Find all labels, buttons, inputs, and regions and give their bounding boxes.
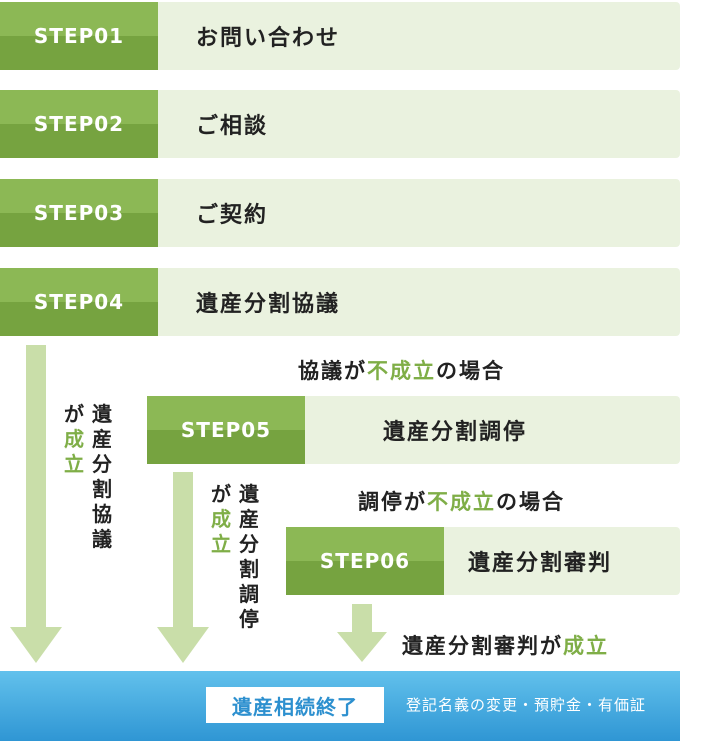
label-char: 分 bbox=[92, 452, 112, 476]
arrow-label-column: 遺 産 分 割 調 停 bbox=[238, 482, 260, 632]
step-title: 遺産分割調停 bbox=[305, 396, 680, 464]
step-label: STEP04 bbox=[0, 268, 158, 336]
label-char: 調 bbox=[239, 582, 259, 606]
step-title: お問い合わせ bbox=[158, 2, 680, 70]
step-title: 遺産分割審判 bbox=[444, 527, 680, 595]
arrow-down-icon bbox=[10, 627, 62, 663]
arrow-down-icon bbox=[337, 632, 387, 662]
step-label: STEP03 bbox=[0, 179, 158, 247]
arrow-label-column: 遺 産 分 割 協 議 bbox=[91, 402, 113, 552]
condition-label: 調停が不成立の場合 bbox=[358, 486, 565, 516]
shinpan-seiritsu-label: 遺産分割審判が成立 bbox=[402, 630, 609, 660]
label-char: が bbox=[211, 482, 231, 506]
condition-prefix: 協議が bbox=[298, 359, 367, 383]
step-label: STEP01 bbox=[0, 2, 158, 70]
shinpan-prefix: 遺産分割審判が bbox=[402, 634, 563, 658]
arrow-shaft bbox=[352, 604, 372, 632]
step-row-01: STEP01 お問い合わせ bbox=[0, 2, 680, 70]
shinpan-highlight: 成立 bbox=[563, 634, 609, 658]
condition-label: 協議が不成立の場合 bbox=[298, 355, 505, 385]
arrow-shaft bbox=[26, 345, 46, 627]
step-row-02: STEP02 ご相談 bbox=[0, 90, 680, 158]
arrow-label-column: が 成 立 bbox=[63, 402, 85, 477]
step-title: ご契約 bbox=[158, 179, 680, 247]
arrow-label-column: が 成 立 bbox=[210, 482, 232, 557]
label-char: 協 bbox=[92, 502, 112, 526]
final-description: 登記名義の変更・預貯金・有価証 bbox=[406, 696, 647, 714]
step-label: STEP06 bbox=[286, 527, 444, 595]
label-char: 分 bbox=[239, 532, 259, 556]
step-title: 遺産分割協議 bbox=[158, 268, 680, 336]
label-char-highlight: 立 bbox=[64, 452, 84, 476]
step-label: STEP05 bbox=[147, 396, 305, 464]
label-char: 割 bbox=[92, 477, 112, 501]
label-char: 遺 bbox=[92, 402, 112, 426]
condition-suffix: の場合 bbox=[436, 359, 505, 383]
label-char: 遺 bbox=[239, 482, 259, 506]
condition-suffix: の場合 bbox=[496, 490, 565, 514]
arrow-down-icon bbox=[157, 627, 209, 663]
label-char-highlight: 成 bbox=[64, 427, 84, 451]
condition-prefix: 調停が bbox=[358, 490, 427, 514]
label-char: 産 bbox=[92, 427, 112, 451]
label-char: 停 bbox=[239, 607, 259, 631]
step-row-05: STEP05 遺産分割調停 bbox=[147, 396, 680, 464]
arrow-shaft bbox=[173, 472, 193, 627]
condition-highlight: 不成立 bbox=[427, 490, 496, 514]
step-row-06: STEP06 遺産分割審判 bbox=[286, 527, 680, 595]
label-char: が bbox=[64, 402, 84, 426]
label-char: 産 bbox=[239, 507, 259, 531]
condition-highlight: 不成立 bbox=[367, 359, 436, 383]
final-label: 遺産相続終了 bbox=[206, 687, 384, 723]
step-row-04: STEP04 遺産分割協議 bbox=[0, 268, 680, 336]
label-char-highlight: 成 bbox=[211, 507, 231, 531]
label-char-highlight: 立 bbox=[211, 532, 231, 556]
step-title: ご相談 bbox=[158, 90, 680, 158]
step-label: STEP02 bbox=[0, 90, 158, 158]
step-row-03: STEP03 ご契約 bbox=[0, 179, 680, 247]
label-char: 割 bbox=[239, 557, 259, 581]
label-char: 議 bbox=[92, 527, 112, 551]
